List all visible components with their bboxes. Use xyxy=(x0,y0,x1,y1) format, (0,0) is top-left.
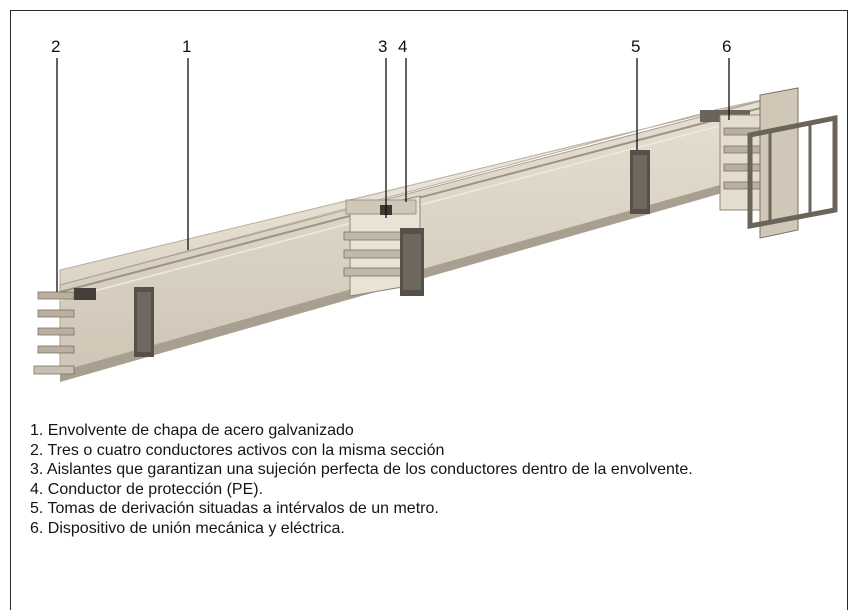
leader-lines xyxy=(56,58,730,292)
callout-1: 1 xyxy=(182,37,191,56)
insulators-and-pe xyxy=(343,195,424,297)
legend-item-6: 6. Dispositivo de unión mecánica y eléct… xyxy=(30,519,345,537)
conductor-bars xyxy=(33,288,96,375)
legend-item-4: 4. Conductor de protección (PE). xyxy=(30,480,264,498)
legend-list: 1. Envolvente de chapa de acero galvaniz… xyxy=(30,421,830,539)
callout-5: 5 xyxy=(631,37,640,56)
callout-2: 2 xyxy=(51,37,60,56)
legend-item-1: 1. Envolvente de chapa de acero galvaniz… xyxy=(30,422,354,439)
tap-off-outlet-5 xyxy=(630,150,650,214)
callout-4: 4 xyxy=(398,37,407,56)
legend-item-3: 3. Aislantes que garantizan una sujeción… xyxy=(30,461,693,479)
busbar-trunking-illustration: 2 1 3 4 5 6 xyxy=(33,37,838,382)
figure-frame xyxy=(10,10,848,610)
callout-3: 3 xyxy=(378,37,387,56)
callout-6: 6 xyxy=(722,37,731,56)
legend-item-2: 2. Tres o cuatro conductores activos con… xyxy=(30,441,445,459)
joint-device xyxy=(700,87,838,239)
legend-item-5: 5. Tomas de derivación situadas a intérv… xyxy=(30,500,439,518)
tap-off-outlet xyxy=(134,287,154,357)
